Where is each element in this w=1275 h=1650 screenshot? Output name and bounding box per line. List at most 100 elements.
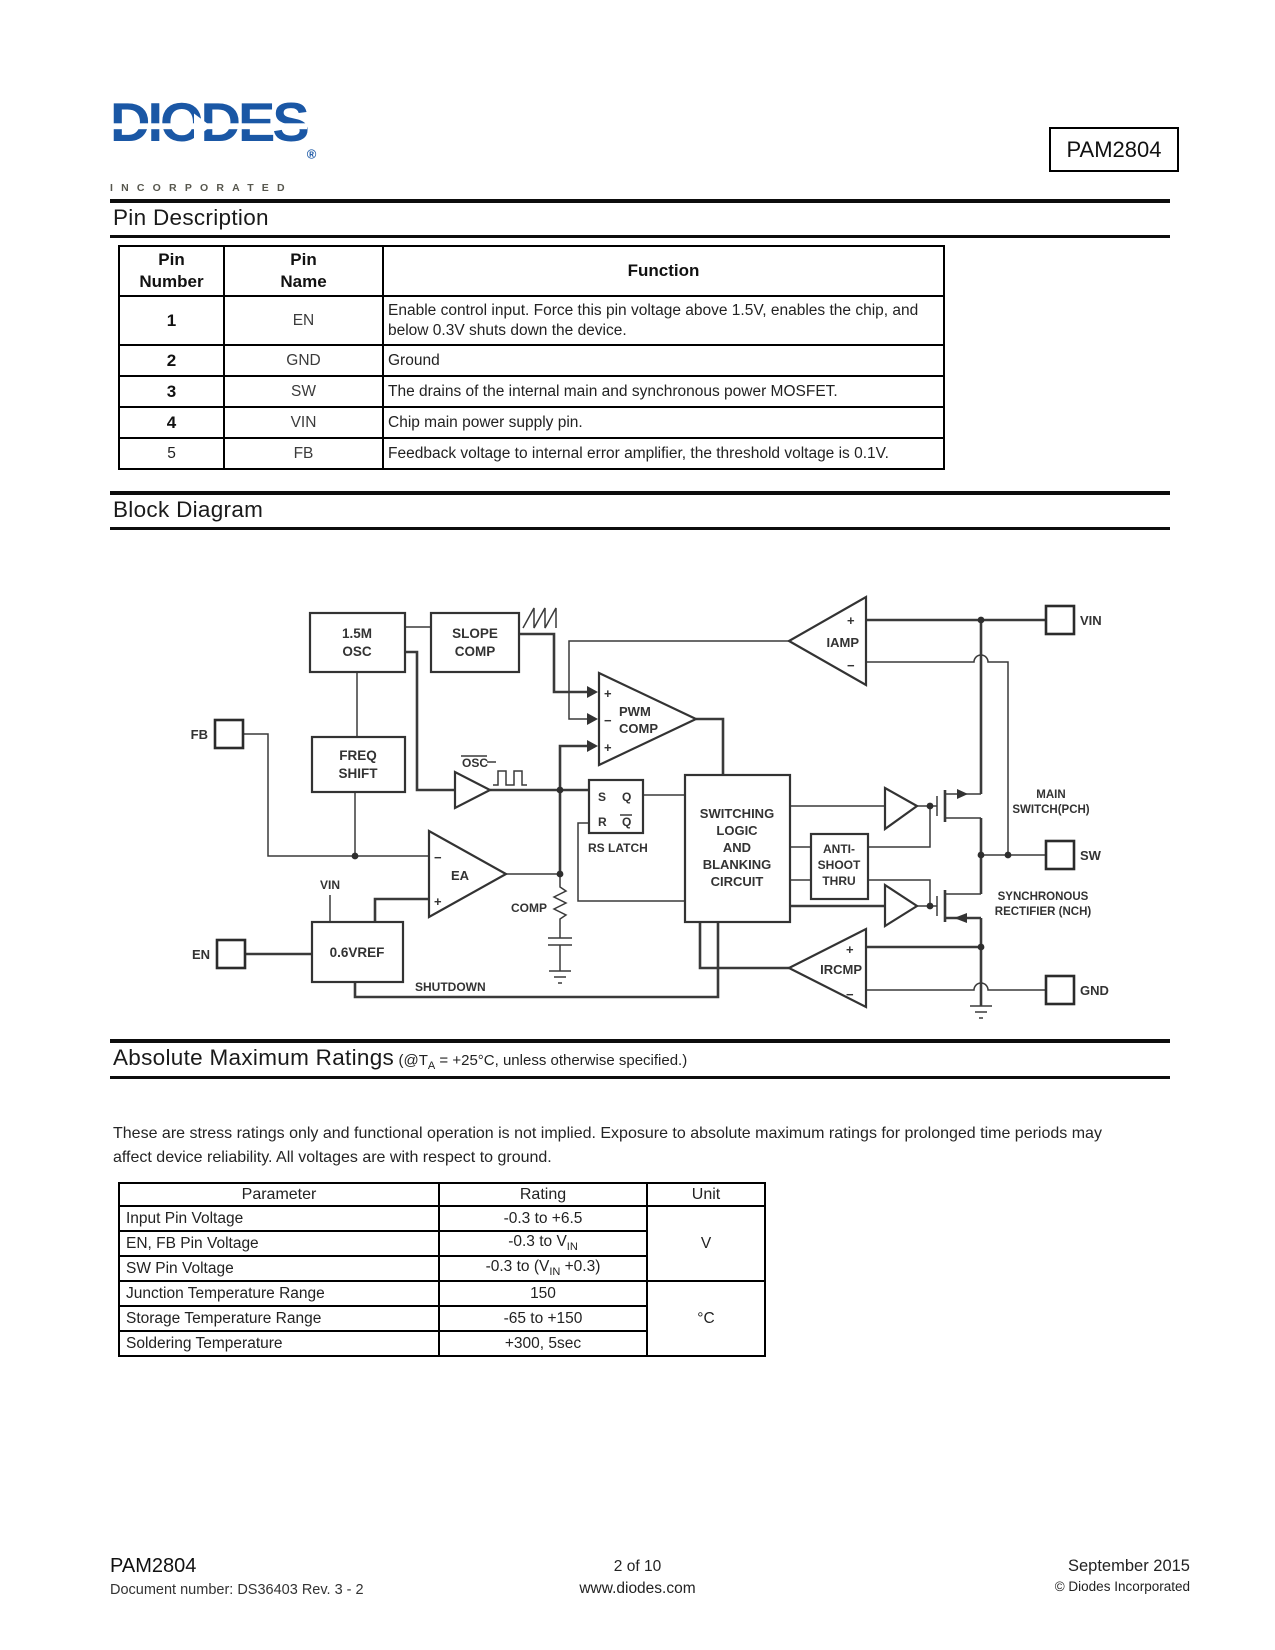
svg-text:SHOOT: SHOOT <box>818 858 861 872</box>
pin-en: EN <box>192 938 247 970</box>
section-header-pin-description: Pin Description <box>110 199 1170 238</box>
shutdown-label: SHUTDOWN <box>415 980 486 994</box>
unit-header: Unit <box>646 1182 766 1207</box>
block-diagram: 1.5M OSC SLOPE COMP FREQ SHIFT 0.6VREF S… <box>191 595 1109 1019</box>
main-switch-pch-mosfet <box>936 789 981 822</box>
footer-left: PAM2804 Document number: DS36403 Rev. 3 … <box>110 1555 364 1598</box>
logo-wordmark: DIODES® <box>110 94 316 180</box>
unit-voltage: V <box>646 1205 766 1282</box>
pin-description-table: Pin Number Pin Name Function 1 EN Enable… <box>118 245 945 470</box>
svg-text:0.6VREF: 0.6VREF <box>330 945 385 960</box>
footer-center: 2 of 10 www.diodes.com <box>0 1558 1275 1598</box>
anti-shoot-thru-block: ANTI- SHOOT THRU <box>809 832 870 901</box>
pin-sw: SW <box>1044 839 1102 871</box>
pin-name: GND <box>223 344 384 377</box>
pin-number: 5 <box>118 437 225 470</box>
footer-website: www.diodes.com <box>579 1580 696 1597</box>
rating: -0.3 to +6.5 <box>438 1205 648 1232</box>
abs-max-note: These are stress ratings only and functi… <box>113 1125 1102 1166</box>
svg-text:−: − <box>434 850 442 865</box>
pin-name-header: Pin Name <box>223 245 384 297</box>
freq-shift-block: FREQ SHIFT <box>310 735 407 794</box>
parameter: Storage Temperature Range <box>118 1305 440 1332</box>
pin-function: Enable control input. Force this pin vol… <box>382 295 945 346</box>
svg-text:EN: EN <box>192 947 210 962</box>
svg-text:IAMP: IAMP <box>827 635 860 650</box>
error-amplifier: − + EA <box>427 829 509 919</box>
table-row: Junction Temperature Range 150 °C <box>118 1280 766 1357</box>
svg-text:FB: FB <box>191 727 208 742</box>
svg-text:CIRCUIT: CIRCUIT <box>711 874 764 889</box>
arrow-icon <box>587 713 598 725</box>
vref-block: 0.6VREF <box>310 920 405 984</box>
table-row: Storage Temperature Range -65 to +150 <box>118 1305 765 1332</box>
table-row: 5 FB Feedback voltage to internal error … <box>118 437 945 470</box>
section-title: Absolute Maximum Ratings <box>113 1045 395 1070</box>
pin-function: Feedback voltage to internal error ampli… <box>382 437 945 470</box>
section-title: Block Diagram <box>113 497 264 522</box>
rating-header: Rating <box>438 1182 648 1207</box>
pin-number: 3 <box>118 375 225 408</box>
ratings-table: Parameter Rating Unit Input Pin Voltage … <box>118 1182 766 1357</box>
parameter-header: Parameter <box>118 1182 440 1207</box>
svg-text:VIN: VIN <box>1080 613 1102 628</box>
rating: -0.3 to (VIN +0.3) <box>438 1255 648 1282</box>
osc-block: 1.5M OSC <box>308 611 407 674</box>
sawtooth-waveform-icon <box>522 607 557 629</box>
vin-internal-label: VIN <box>320 878 340 892</box>
svg-text:SWITCHING: SWITCHING <box>700 806 774 821</box>
svg-text:−: − <box>847 658 855 673</box>
parameter: Input Pin Voltage <box>118 1205 440 1232</box>
logo-incorporated-text: INCORPORATED <box>110 182 293 194</box>
svg-text:COMP: COMP <box>455 644 496 659</box>
arrow-icon <box>587 740 598 752</box>
svg-text:COMP: COMP <box>619 721 658 736</box>
footer-copyright: © Diodes Incorporated <box>1054 1579 1190 1594</box>
pin-number: 4 <box>118 406 225 439</box>
table-row: 2 GND Ground <box>118 344 945 377</box>
pin-name: VIN <box>223 406 384 439</box>
svg-text:RECTIFIER (NCH): RECTIFIER (NCH) <box>995 906 1092 918</box>
svg-text:SHIFT: SHIFT <box>339 766 379 781</box>
svg-text:−: − <box>846 987 854 1002</box>
ircmp-comparator: + − IRCMP <box>786 927 868 1009</box>
svg-text:EA: EA <box>451 868 470 883</box>
svg-text:SYNCHRONOUS: SYNCHRONOUS <box>998 891 1089 903</box>
svg-text:SWITCH(PCH): SWITCH(PCH) <box>1012 804 1089 816</box>
svg-text:PWM: PWM <box>619 704 651 719</box>
pin-name: FB <box>223 437 384 470</box>
rating: -0.3 to VIN <box>438 1230 648 1257</box>
parameter: Junction Temperature Range <box>118 1280 440 1307</box>
parameter: Soldering Temperature <box>118 1330 440 1357</box>
pin-number: 1 <box>118 295 225 346</box>
slope-comp-block: SLOPE COMP <box>429 611 521 674</box>
footer-part-number: PAM2804 <box>110 1555 197 1577</box>
unit-temperature: °C <box>646 1280 766 1357</box>
iamp-amplifier: + − IAMP <box>786 595 868 687</box>
table-row: Soldering Temperature +300, 5sec <box>118 1330 765 1357</box>
parameter: SW Pin Voltage <box>118 1255 440 1282</box>
svg-text:Q: Q <box>622 790 631 804</box>
svg-text:S: S <box>598 790 606 804</box>
osc-buffer <box>453 770 493 810</box>
pin-number: 2 <box>118 344 225 377</box>
footer-right: September 2015 © Diodes Incorporated <box>1055 1557 1190 1594</box>
svg-text:GND: GND <box>1080 983 1109 998</box>
table-row: EN, FB Pin Voltage -0.3 to VIN <box>118 1230 765 1257</box>
svg-text:+: + <box>604 686 612 701</box>
svg-text:AND: AND <box>723 840 751 855</box>
svg-text:OSC: OSC <box>342 644 372 659</box>
svg-text:+: + <box>434 894 442 909</box>
section-subtitle: (@TA = +25°C, unless otherwise specified… <box>398 1052 688 1072</box>
svg-text:THRU: THRU <box>822 874 855 888</box>
section-header-absolute-maximum-ratings: Absolute Maximum Ratings (@TA = +25°C, u… <box>110 1039 1170 1079</box>
svg-text:+: + <box>604 740 612 755</box>
wires <box>241 618 1046 1019</box>
footer-page-number: 2 of 10 <box>613 1558 662 1575</box>
svg-text:ANTI-: ANTI- <box>823 842 855 856</box>
rating: -65 to +150 <box>438 1305 648 1332</box>
table-row: 1 EN Enable control input. Force this pi… <box>118 295 945 346</box>
part-number-box: PAM2804 <box>1049 127 1179 172</box>
table-row: 3 SW The drains of the internal main and… <box>118 375 945 408</box>
switching-logic-block: SWITCHING LOGIC AND BLANKING CIRCUIT <box>683 773 792 924</box>
